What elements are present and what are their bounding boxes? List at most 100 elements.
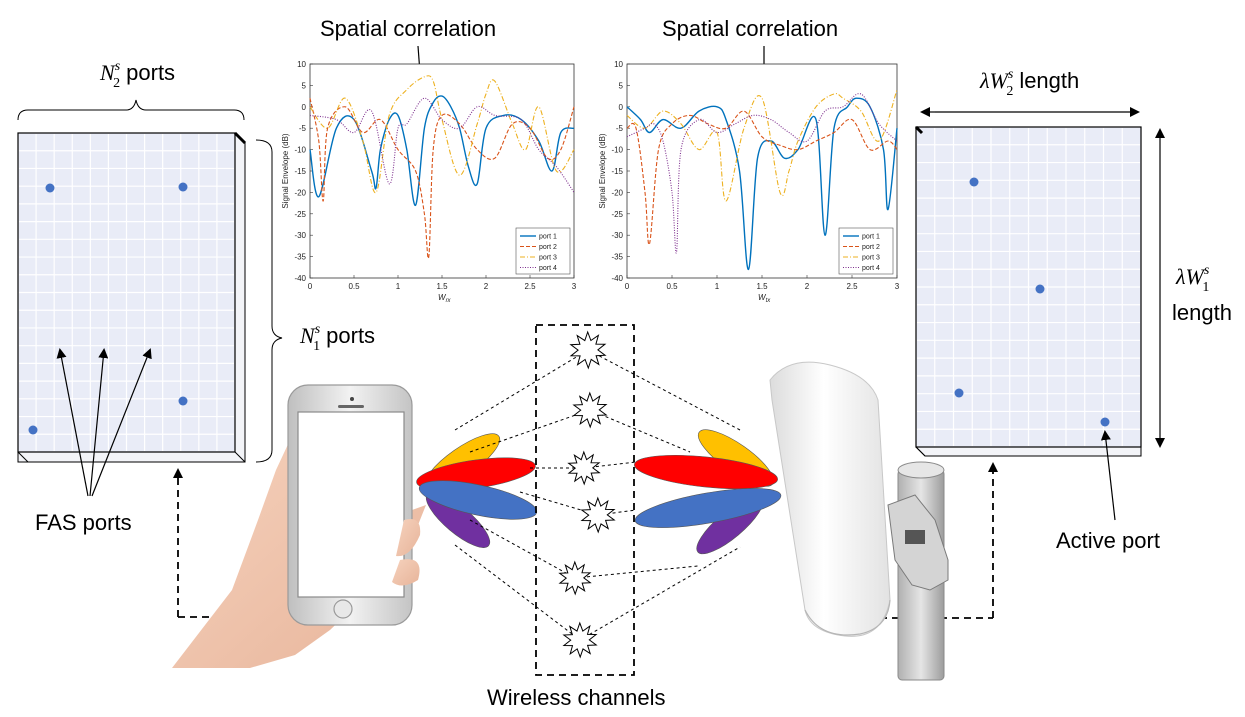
x-tick-label: 1 <box>396 282 401 291</box>
scatterer-burst <box>572 391 608 429</box>
antenna-radome <box>769 361 891 637</box>
lobe-red <box>634 454 778 490</box>
y-tick-label: 10 <box>614 60 623 69</box>
port-dot <box>28 425 38 435</box>
n1-ports-brace <box>255 139 283 463</box>
y-tick-label: 0 <box>619 103 624 112</box>
phone-home-button <box>333 599 353 619</box>
right-fas-grid <box>914 125 1142 457</box>
fas-ports-arrows <box>56 348 152 497</box>
port-dot <box>969 177 979 187</box>
series-line-port-4 <box>309 97 575 193</box>
finger <box>392 559 420 586</box>
series-line-port-4 <box>626 93 898 254</box>
right-beam-lobes <box>634 429 782 555</box>
series-line-port-2 <box>309 98 575 259</box>
series-line-port-2 <box>626 110 898 246</box>
phone-speaker <box>338 405 364 408</box>
phone-camera <box>350 397 354 401</box>
left-beam-lobes <box>416 433 538 548</box>
y-tick-label: -15 <box>611 167 623 176</box>
port-dot <box>1035 284 1045 294</box>
y-tick-label: -35 <box>611 253 623 262</box>
x-tick-label: 1.5 <box>756 282 768 291</box>
hand-holding-phone <box>172 384 426 668</box>
y-tick-label: -20 <box>294 188 306 197</box>
port-dot <box>954 388 964 398</box>
active-port-arrow <box>1100 430 1116 521</box>
y-tick-label: -5 <box>616 124 624 133</box>
legend-entry: port 1 <box>862 234 880 241</box>
right-grid-edge-bottom <box>915 446 926 457</box>
port-dot <box>178 396 188 406</box>
x-axis-label: Wtx <box>758 293 771 304</box>
scatterer-burst <box>580 496 616 534</box>
phone-screen <box>297 411 405 598</box>
left-grid-edge-bottom <box>17 451 29 463</box>
fas-ports-label: FAS ports <box>35 510 132 535</box>
left-grid-lines <box>19 134 234 451</box>
scatterer-bursts <box>558 330 616 659</box>
bracket-bolt <box>905 530 925 544</box>
y-tick-label: 10 <box>297 60 306 69</box>
legend-entry: port 2 <box>862 244 880 251</box>
x-tick-label: 1 <box>715 282 720 291</box>
y-tick-label: -40 <box>294 274 306 283</box>
x-tick-label: 3 <box>572 282 577 291</box>
scatterer-burst <box>569 330 607 370</box>
legend-entry: port 4 <box>862 265 880 272</box>
left-fas-grid <box>17 131 247 463</box>
series-line-port-3 <box>626 89 898 202</box>
y-tick-label: -15 <box>294 167 306 176</box>
active-port-dot <box>1100 417 1110 427</box>
series-line-port-1 <box>626 97 898 271</box>
y-tick-label: -10 <box>294 146 306 155</box>
active-port-label: Active port <box>1056 528 1160 553</box>
y-tick-label: -20 <box>611 188 623 197</box>
x-tick-label: 0.5 <box>666 282 678 291</box>
x-tick-label: 0 <box>308 282 313 291</box>
spatial-correlation-label-left: Spatial correlation <box>320 16 496 41</box>
spatial-correlation-label-right: Spatial correlation <box>662 16 838 41</box>
right-grid-lines <box>917 128 1140 446</box>
w1-length-label: length <box>1172 300 1232 325</box>
legend-entry: port 3 <box>539 255 557 262</box>
pole-top <box>897 461 945 479</box>
x-tick-label: 0.5 <box>348 282 360 291</box>
x-tick-label: 2 <box>484 282 489 291</box>
antenna-radome-base <box>804 599 891 636</box>
y-tick-label: 5 <box>302 81 307 90</box>
y-tick-label: -30 <box>294 231 306 240</box>
x-tick-label: 0 <box>625 282 630 291</box>
legend-entry: port 2 <box>539 244 557 251</box>
y-tick-label: -25 <box>294 210 306 219</box>
y-tick-label: 0 <box>302 103 307 112</box>
x-tick-label: 1.5 <box>436 282 448 291</box>
y-tick-label: -35 <box>294 253 306 262</box>
right-grid-edge <box>914 125 924 135</box>
wireless-channels-label: Wireless channels <box>487 685 666 710</box>
legend-entry: port 4 <box>539 265 557 272</box>
n2-ports-brace <box>17 99 245 121</box>
lobe-blue <box>634 488 782 528</box>
scatterer-burst <box>567 450 601 486</box>
x-axis-label: Wrx <box>438 293 452 304</box>
legend-entry: port 1 <box>539 234 557 241</box>
series-line-port-3 <box>309 75 575 193</box>
port-dot <box>45 183 55 193</box>
y-tick-label: -30 <box>611 231 623 240</box>
left-grid-edge <box>233 131 247 145</box>
thumb <box>396 519 421 557</box>
legend-entry: port 3 <box>862 255 880 262</box>
y-tick-label: 5 <box>619 81 624 90</box>
y-axis-label: Signal Envelope (dB) <box>598 133 607 208</box>
x-tick-label: 3 <box>895 282 900 291</box>
wireless-channels-box <box>535 324 635 676</box>
scatterer-burst <box>562 621 598 659</box>
